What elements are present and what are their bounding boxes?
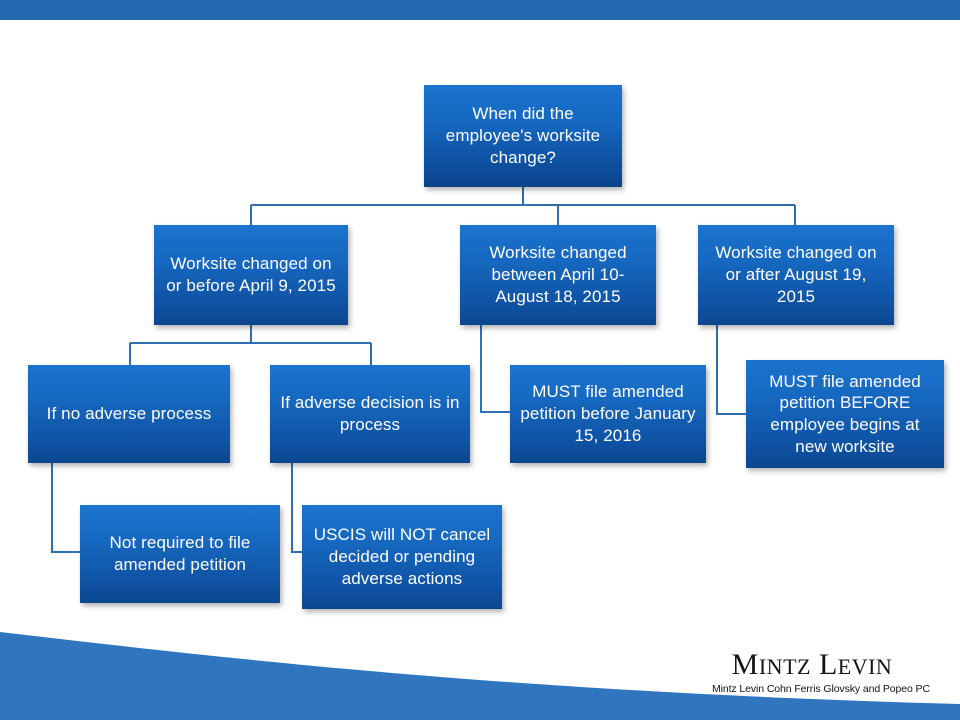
logo-tagline: Mintz Levin Cohn Ferris Glovsky and Pope… — [712, 683, 930, 695]
node-no-adverse-process[interactable]: If no adverse process — [28, 365, 230, 463]
node-label: USCIS will NOT cancel decided or pending… — [313, 525, 491, 588]
node-on-or-after-august-19-2015[interactable]: Worksite changed on or after August 19, … — [698, 225, 894, 325]
logo-space — [811, 648, 819, 681]
logo-l: L — [818, 648, 838, 681]
node-label: Worksite changed on or after August 19, … — [715, 243, 877, 306]
connector-no-adverse-to-result — [51, 463, 80, 553]
node-not-required-to-file[interactable]: Not required to file amended petition — [80, 505, 280, 603]
node-adverse-decision-in-process[interactable]: If adverse decision is in process — [270, 365, 470, 463]
node-file-before-january-15-2016[interactable]: MUST file amended petition before Januar… — [510, 365, 706, 463]
node-between-april-10-august-18-2015[interactable]: Worksite changed between April 10-August… — [460, 225, 656, 325]
logo-wordmark: MINTZ LEVIN — [712, 650, 912, 680]
logo-intz: INTZ — [758, 654, 811, 679]
logo-m: M — [731, 648, 759, 681]
mintz-levin-logo: MINTZ LEVIN Mintz Levin Cohn Ferris Glov… — [712, 650, 930, 696]
logo-evin: EVIN — [837, 654, 893, 679]
connector-adverse-to-result — [291, 463, 302, 553]
node-label: If adverse decision is in process — [280, 393, 460, 434]
node-label: MUST file amended petition before Januar… — [520, 382, 696, 445]
connector-branch2-to-result — [480, 325, 510, 413]
node-label: Not required to file amended petition — [109, 533, 251, 574]
node-label: If no adverse process — [46, 404, 212, 424]
connector-branch3-to-result — [716, 325, 746, 415]
top-accent-bar — [0, 0, 960, 20]
node-label: Worksite changed between April 10-August… — [489, 243, 627, 306]
node-label: Worksite changed on or before April 9, 2… — [166, 254, 336, 295]
node-label: MUST file amended petition BEFORE employ… — [769, 371, 921, 456]
node-label: When did the employee's worksite change? — [445, 104, 601, 167]
node-file-before-employee-begins[interactable]: MUST file amended petition BEFORE employ… — [746, 360, 944, 468]
node-before-april-9-2015[interactable]: Worksite changed on or before April 9, 2… — [154, 225, 348, 325]
node-worksite-change-question[interactable]: When did the employee's worksite change? — [424, 85, 622, 187]
node-uscis-will-not-cancel[interactable]: USCIS will NOT cancel decided or pending… — [302, 505, 502, 609]
